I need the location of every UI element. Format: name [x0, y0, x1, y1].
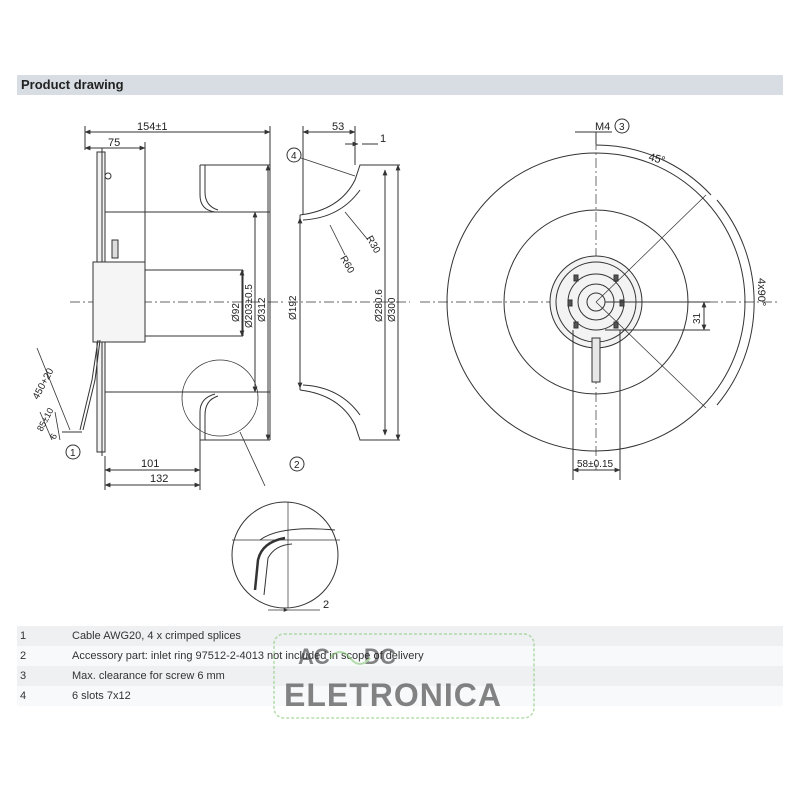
- dim-85: 85±10: [35, 406, 56, 433]
- dim-53: 53: [332, 121, 344, 133]
- dim-192: Ø192: [288, 295, 299, 320]
- legend-number: 4: [20, 690, 27, 702]
- callout-2-label: 2: [294, 460, 300, 471]
- dim-31: 31: [692, 312, 703, 324]
- watermark-eletronica: ELETRONICA: [284, 677, 502, 713]
- inlet-ring-view: [288, 126, 410, 441]
- watermark-logo: AC DC ELETRONICA: [273, 633, 535, 719]
- dim-75: 75: [108, 137, 120, 149]
- dim-92: Ø92: [231, 303, 242, 322]
- callout-2: 2: [289, 456, 305, 472]
- dim-203: Ø203±0.5: [244, 284, 255, 328]
- dim-6: 6: [48, 432, 59, 441]
- legend-table: 1 Cable AWG20, 4 x crimped splices 2 Acc…: [17, 626, 783, 706]
- thread-m4: M4: [595, 121, 610, 133]
- dim-2: 2: [323, 599, 329, 611]
- dim-r60: R60: [337, 254, 356, 276]
- dim-r30: R30: [363, 234, 382, 256]
- legend-row: 1 Cable AWG20, 4 x crimped splices: [17, 626, 783, 646]
- callout-4-label: 4: [291, 151, 297, 162]
- dim-280: Ø280.6: [374, 289, 385, 322]
- legend-text: Max. clearance for screw 6 mm: [72, 670, 225, 682]
- dim-450: 450+20: [31, 366, 57, 401]
- dim-1: 1: [380, 133, 386, 145]
- legend-row: 3 Max. clearance for screw 6 mm: [17, 666, 783, 686]
- legend-number: 1: [20, 630, 27, 642]
- callout-1-label: 1: [70, 448, 76, 459]
- dim-300: Ø300: [387, 297, 398, 322]
- callout-4: 4: [286, 147, 356, 177]
- legend-number: 2: [20, 650, 27, 662]
- legend-text: 6 slots 7x12: [72, 690, 131, 702]
- legend-row: 4 6 slots 7x12: [17, 686, 783, 706]
- watermark-dc: DC: [364, 644, 396, 669]
- legend-number: 3: [20, 670, 27, 682]
- dim-132: 132: [150, 473, 168, 485]
- section-header: Product drawing: [17, 75, 783, 95]
- dim-58: 58±0.15: [577, 459, 614, 470]
- dim-154: 154±1: [137, 121, 168, 133]
- dim-312: Ø312: [257, 297, 268, 322]
- front-view: [420, 131, 780, 480]
- dim-101: 101: [141, 458, 159, 470]
- watermark-ac: AC: [298, 644, 330, 669]
- legend-text: Cable AWG20, 4 x crimped splices: [72, 630, 241, 642]
- angle-4x90: 4x90°: [755, 278, 767, 306]
- side-view: [36, 126, 340, 612]
- section-title: Product drawing: [21, 77, 124, 92]
- callout-3: 3: [614, 118, 630, 134]
- callout-1: 1: [65, 444, 81, 460]
- callout-3-label: 3: [619, 122, 625, 133]
- angle-45: 45°: [647, 151, 666, 167]
